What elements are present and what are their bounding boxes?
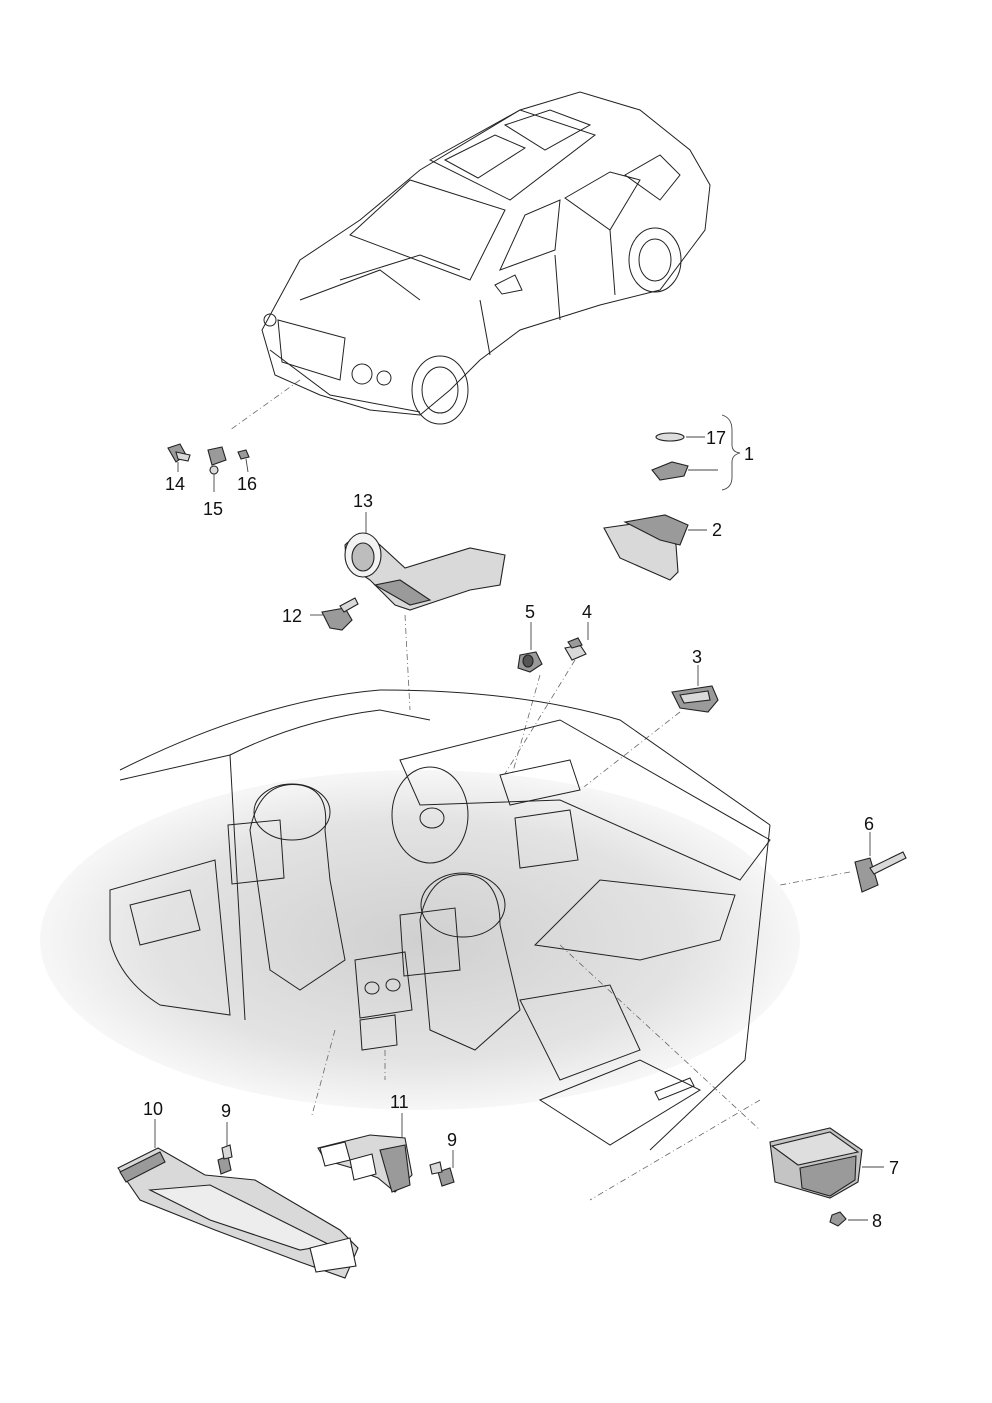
duct-10 bbox=[117, 1119, 359, 1279]
vehicle-overview bbox=[229, 91, 711, 431]
callout-15: 15 bbox=[203, 499, 223, 519]
callout-8: 8 bbox=[872, 1211, 882, 1231]
callout-3: 3 bbox=[692, 647, 702, 667]
callout-7: 7 bbox=[889, 1158, 899, 1178]
duct-11 bbox=[317, 1113, 413, 1193]
callout-13: 13 bbox=[353, 491, 373, 511]
part-12 bbox=[310, 597, 359, 631]
callout-2: 2 bbox=[712, 520, 722, 540]
callout-9-right: 9 bbox=[447, 1130, 457, 1150]
interior-cutaway bbox=[40, 689, 800, 1201]
parts-14-15-16 bbox=[167, 443, 250, 492]
callout-17: 17 bbox=[706, 428, 726, 448]
callout-5: 5 bbox=[525, 602, 535, 622]
callout-labels: 1 2 3 4 5 6 7 8 9 9 10 11 12 13 14 15 16… bbox=[143, 428, 899, 1231]
part-6 bbox=[699, 832, 907, 901]
nut-8 bbox=[829, 1211, 868, 1227]
clip-9-left bbox=[217, 1122, 233, 1175]
callout-11: 11 bbox=[390, 1092, 409, 1112]
callout-10: 10 bbox=[143, 1099, 163, 1119]
callout-16: 16 bbox=[237, 474, 257, 494]
callout-12: 12 bbox=[282, 606, 302, 626]
callout-1: 1 bbox=[744, 444, 754, 464]
air-duct-13 bbox=[344, 512, 506, 711]
control-unit-7 bbox=[769, 1127, 884, 1199]
callout-6: 6 bbox=[864, 814, 874, 834]
mirror-assembly bbox=[603, 414, 741, 581]
callout-9-left: 9 bbox=[221, 1101, 231, 1121]
part-3 bbox=[579, 665, 719, 791]
clip-9-right bbox=[429, 1150, 455, 1187]
callout-14: 14 bbox=[165, 474, 185, 494]
callout-4: 4 bbox=[582, 602, 592, 622]
